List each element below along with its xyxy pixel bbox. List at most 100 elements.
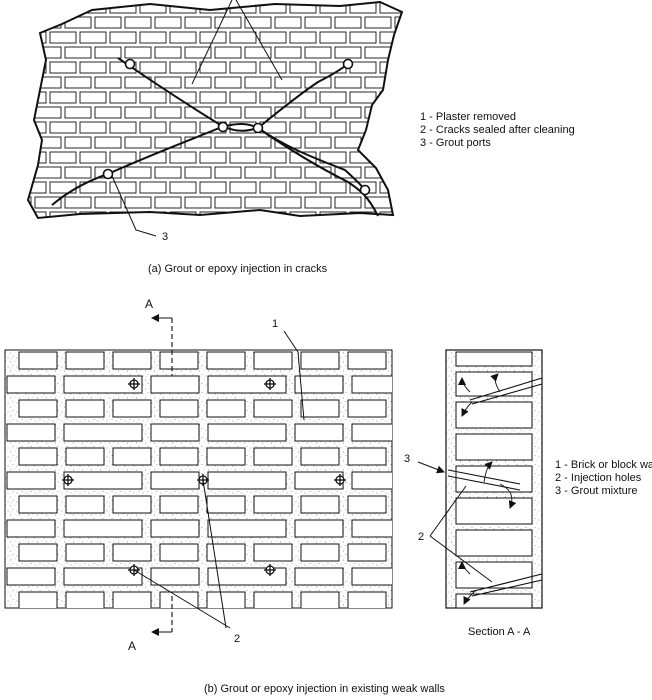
- brick: [28, 91, 47, 104]
- brick: [63, 519, 143, 538]
- brick: [184, 196, 212, 209]
- brick: [35, 257, 61, 268]
- brick: [335, 287, 361, 298]
- brick: [365, 257, 391, 268]
- callout-3: 3: [162, 231, 168, 243]
- brick: [64, 16, 92, 29]
- figure-a-legend: 1 - Plaster removed 2 - Cracks sealed af…: [420, 111, 575, 149]
- brick: [124, 196, 152, 209]
- brick: [49, 211, 77, 218]
- brick: [109, 31, 137, 44]
- brick: [351, 519, 392, 538]
- brick: [215, 227, 241, 238]
- brick: [349, 31, 377, 44]
- brick: [140, 242, 166, 253]
- brick: [63, 423, 143, 442]
- brick: [334, 46, 362, 59]
- brick: [159, 543, 199, 562]
- brick: [5, 257, 31, 268]
- brick: [28, 136, 32, 149]
- brick: [184, 76, 212, 89]
- brick: [289, 121, 317, 134]
- brick: [394, 166, 402, 179]
- brick: [259, 61, 287, 74]
- brick: [109, 151, 137, 164]
- brick: [50, 272, 76, 283]
- brick: [185, 287, 211, 298]
- brick: [34, 106, 62, 119]
- brick: [200, 242, 226, 253]
- brick: [110, 272, 136, 283]
- brick: [253, 495, 293, 514]
- brick: [380, 242, 406, 253]
- brick: [349, 61, 377, 74]
- brick: [28, 16, 32, 29]
- brick: [229, 181, 257, 194]
- brick: [159, 447, 199, 466]
- brick: [94, 106, 122, 119]
- brick: [20, 242, 46, 253]
- brick: [63, 567, 143, 586]
- brick: [300, 543, 340, 562]
- brick: [50, 242, 76, 253]
- brick: [124, 46, 152, 59]
- brick: [253, 591, 293, 608]
- brick: [20, 272, 46, 283]
- section-mark-bottom: A: [128, 639, 136, 653]
- brick: [139, 61, 167, 74]
- brick: [260, 242, 286, 253]
- brick: [253, 447, 293, 466]
- injection-hole: [334, 474, 346, 486]
- brick: [79, 181, 107, 194]
- brick: [112, 591, 152, 608]
- brick: [80, 272, 106, 283]
- brick: [230, 242, 256, 253]
- brick: [300, 351, 340, 370]
- crack-line: [257, 127, 366, 191]
- brick: [150, 375, 200, 394]
- brick: [319, 31, 347, 44]
- brick: [294, 519, 344, 538]
- brick: [229, 31, 257, 44]
- brick: [347, 447, 387, 466]
- brick: [290, 242, 316, 253]
- brick: [229, 211, 257, 218]
- brick: [274, 46, 302, 59]
- brick: [304, 136, 332, 149]
- figure-b-brick-courses: [6, 351, 392, 608]
- brick: [169, 91, 197, 104]
- brick: [259, 91, 287, 104]
- brick: [350, 272, 376, 283]
- section-caption: Section A - A: [468, 626, 531, 638]
- brick: [347, 399, 387, 418]
- brick: [6, 375, 56, 394]
- brick: [64, 76, 92, 89]
- brick: [65, 591, 105, 608]
- grout-port: [342, 58, 354, 70]
- brick: [112, 495, 152, 514]
- brick: [206, 351, 246, 370]
- brick: [206, 543, 246, 562]
- brick: [169, 31, 197, 44]
- brick: [275, 287, 301, 298]
- brick: [65, 399, 105, 418]
- brick: [65, 447, 105, 466]
- brick: [159, 351, 199, 370]
- injection-hole: [128, 378, 140, 390]
- brick: [64, 136, 92, 149]
- brick: [365, 227, 391, 238]
- brick: [154, 46, 182, 59]
- brick: [34, 196, 62, 209]
- brick: [28, 2, 47, 14]
- brick: [365, 287, 391, 298]
- brick: [274, 106, 302, 119]
- brick: [206, 495, 246, 514]
- brick: [199, 31, 227, 44]
- grout-port: [252, 122, 264, 134]
- brick: [334, 16, 362, 29]
- brick: [244, 16, 272, 29]
- brick: [304, 16, 332, 29]
- brick: [65, 543, 105, 562]
- brick: [347, 591, 387, 608]
- brick: [351, 567, 392, 586]
